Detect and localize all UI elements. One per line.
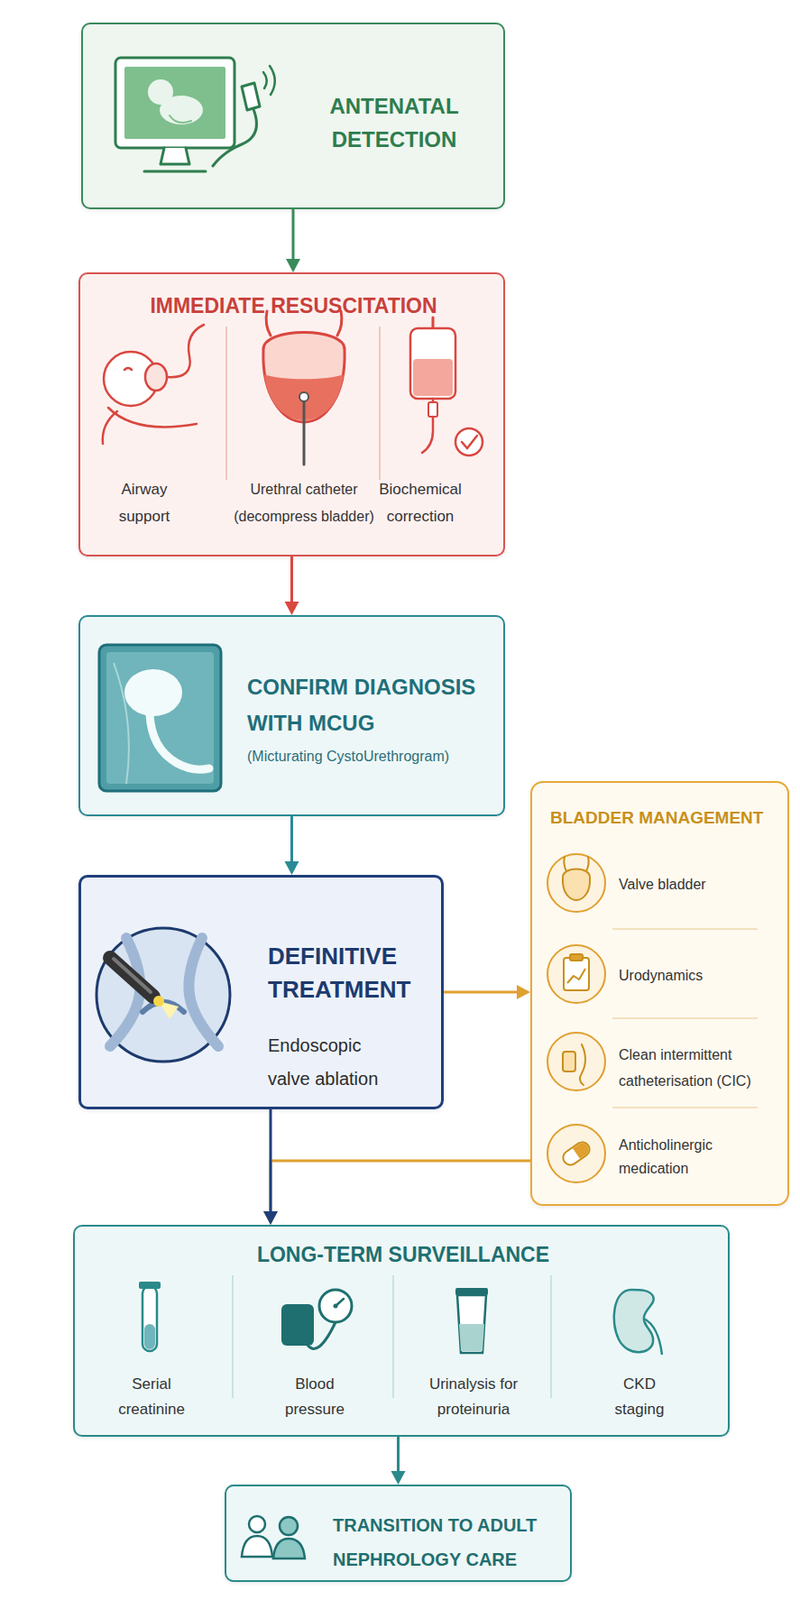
node-title: TRANSITION TO ADULT NEPHROLOGY CARE — [332, 1508, 563, 1577]
connector-line — [443, 991, 520, 994]
flow-arrow — [263, 1160, 531, 1225]
flow-arrow — [443, 984, 531, 1000]
node-text: Clean intermittent catheterisation (CIC) — [618, 1041, 782, 1095]
arrow-head — [391, 1471, 406, 1485]
node-title: BLADDER MANAGEMENT — [550, 806, 785, 830]
terminal-box: TRANSITION TO ADULT NEPHROLOGY CARE — [224, 1484, 572, 1582]
node-text: Valve bladder — [618, 873, 782, 896]
process-box: ANTENATAL DETECTION — [81, 22, 506, 210]
connector-line — [269, 1109, 273, 1214]
node-title: CONFIRM DIAGNOSIS WITH MCUG — [247, 669, 505, 742]
node-text: Endoscopic valve ablation — [267, 1029, 395, 1096]
node-text: Airway support — [103, 476, 185, 531]
process-box: DEFINITIVE TREATMENT Endoscopic valve abl… — [78, 874, 444, 1110]
flow-arrow — [285, 816, 300, 875]
node-text: Biochemical correction — [366, 476, 475, 531]
node-text: Blood pressure — [269, 1371, 360, 1423]
node-text: (Micturating CystoUrethrogram) — [247, 745, 505, 768]
flow-arrow — [285, 556, 300, 616]
node-text: CKD staging — [607, 1371, 672, 1423]
connector-line — [290, 816, 294, 865]
side-panel: BLADDER MANAGEMENT Valve bladderUrodynami… — [530, 781, 790, 1206]
arrow-head — [263, 1211, 278, 1225]
flow-arrow — [263, 1109, 278, 1225]
process-box: LONG-TERM SURVEILLANCE Serial creatinine B… — [73, 1224, 730, 1437]
flow-arrow — [285, 209, 301, 273]
node-title: IMMEDIATE RESUSCITATION — [80, 292, 507, 320]
flow-arrow — [391, 1436, 406, 1485]
node-text: Urethral catheter (decompress bladder) — [222, 476, 386, 531]
process-box: CONFIRM DIAGNOSIS WITH MCUG (Micturating … — [78, 615, 506, 817]
arrow-head — [285, 601, 300, 616]
node-title: ANTENATAL DETECTION — [299, 89, 489, 157]
connector-line — [270, 1160, 531, 1214]
arrow-head — [285, 258, 301, 273]
arrow-head — [516, 984, 531, 1000]
arrow-head — [263, 1211, 278, 1225]
node-title: LONG-TERM SURVEILLANCE — [74, 1241, 732, 1269]
node-title: DEFINITIVE TREATMENT — [267, 939, 440, 1007]
node-text: Serial creatinine — [101, 1371, 202, 1423]
connector-line — [290, 556, 294, 605]
node-text: Urodynamics — [618, 965, 782, 987]
node-text: Urinalysis for proteinuria — [410, 1371, 537, 1423]
process-box: IMMEDIATE RESUSCITATION Airway support Ure… — [78, 272, 506, 557]
connector-line — [292, 209, 295, 262]
arrow-head — [285, 861, 300, 875]
node-text: Anticholinergic medication — [618, 1133, 782, 1181]
connector-line — [396, 1436, 400, 1474]
